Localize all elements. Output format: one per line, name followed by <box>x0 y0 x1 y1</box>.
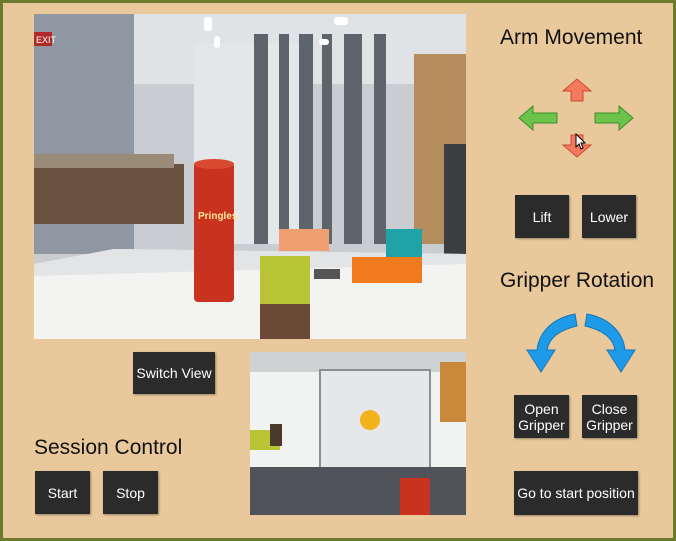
main-camera-view: EXIT Pringles <box>34 14 466 339</box>
lower-button[interactable]: Lower <box>582 195 636 238</box>
close-gripper-button[interactable]: Close Gripper <box>582 395 637 438</box>
start-button[interactable]: Start <box>35 471 90 514</box>
gripper-rotation-title: Gripper Rotation <box>500 269 655 292</box>
rotate-counterclockwise-button[interactable] <box>521 310 579 374</box>
rotate-left-arrow-icon <box>521 310 579 374</box>
arm-movement-title: Arm Movement <box>500 26 643 49</box>
can-label: Pringles <box>198 211 238 222</box>
arrow-up-button[interactable] <box>561 78 593 102</box>
rotate-clockwise-button[interactable] <box>583 310 641 374</box>
arrow-right-icon <box>594 105 634 131</box>
lift-button[interactable]: Lift <box>515 195 569 238</box>
go-to-start-position-button[interactable]: Go to start position <box>514 471 638 515</box>
arrow-right-button[interactable] <box>594 105 634 131</box>
arrow-up-icon <box>561 78 593 102</box>
arrow-left-icon <box>518 105 558 131</box>
open-gripper-button[interactable]: Open Gripper <box>514 395 569 438</box>
session-control-title: Session Control <box>34 436 183 459</box>
open-gripper-label-line2: Gripper <box>518 416 565 433</box>
secondary-camera-view <box>250 352 466 515</box>
switch-view-button[interactable]: Switch View <box>133 352 215 394</box>
close-gripper-label-line2: Gripper <box>586 416 633 433</box>
rotate-right-arrow-icon <box>583 310 641 374</box>
mouse-cursor-icon <box>575 133 587 150</box>
close-gripper-label-line1: Close <box>591 400 628 417</box>
open-gripper-label-line1: Open <box>524 400 559 417</box>
arrow-left-button[interactable] <box>518 105 558 131</box>
exit-sign-text: EXIT <box>36 35 57 45</box>
stop-button[interactable]: Stop <box>103 471 158 514</box>
